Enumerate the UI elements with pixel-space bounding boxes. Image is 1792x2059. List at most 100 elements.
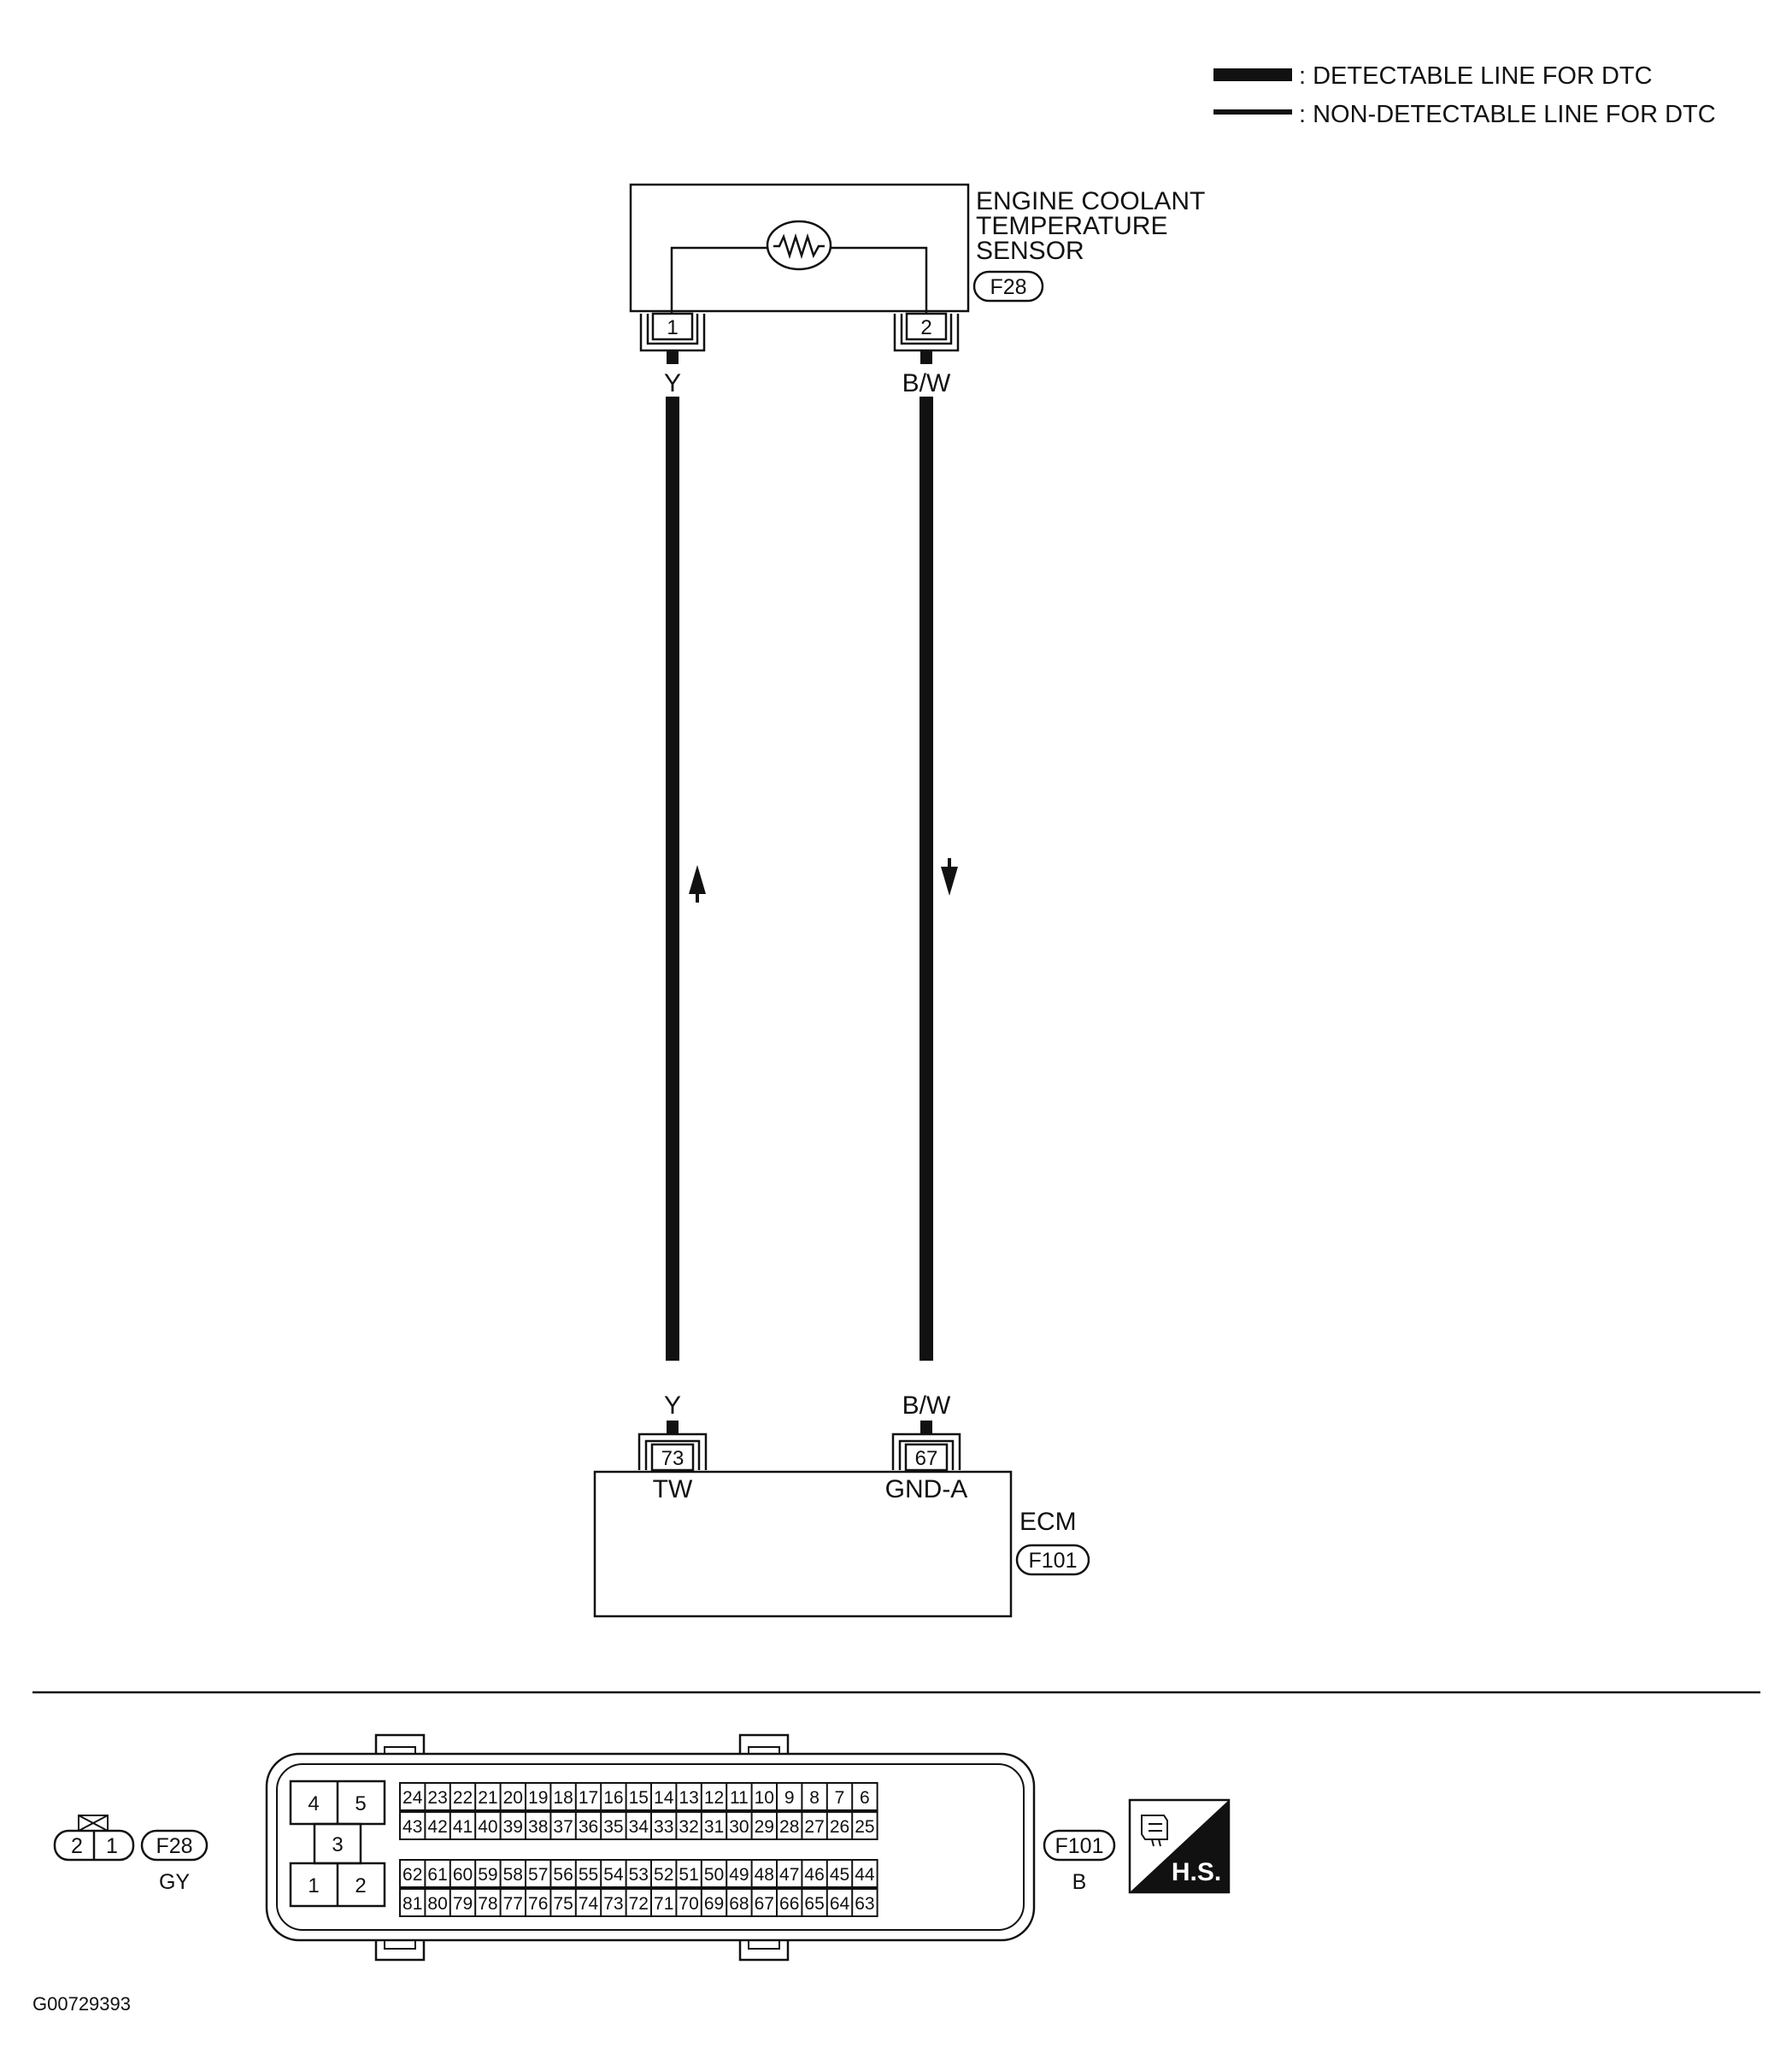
f101-pin-number: 29 bbox=[755, 1817, 774, 1837]
sensor-inner-wire-right bbox=[829, 246, 928, 314]
f101-pin-number: 15 bbox=[629, 1788, 649, 1808]
f101-pin-number: 66 bbox=[779, 1894, 799, 1914]
f101-pin-number: 45 bbox=[830, 1865, 849, 1885]
f101-pin-number: 50 bbox=[704, 1865, 724, 1885]
connector-housing-icon bbox=[1141, 1815, 1168, 1847]
f101-pin-number: 28 bbox=[779, 1817, 799, 1837]
ecm-terminal-67-number: 67 bbox=[915, 1447, 938, 1470]
wire-bw-stub-top bbox=[920, 350, 932, 364]
legend-nondetectable-swatch bbox=[1213, 109, 1292, 115]
legend: : DETECTABLE LINE FOR DTC : NON-DETECTAB… bbox=[1213, 62, 1716, 128]
f101-pin-number: 81 bbox=[402, 1894, 422, 1914]
f101-pin-number: 21 bbox=[478, 1788, 497, 1808]
f101-view-badge bbox=[1043, 1829, 1116, 1862]
f101-view-color: B bbox=[1072, 1870, 1087, 1894]
f101-pin-number: 33 bbox=[654, 1817, 673, 1837]
f101-pin-row bbox=[399, 1782, 878, 1811]
f101-pin-number: 42 bbox=[427, 1817, 447, 1837]
wire-y-color-bottom: Y bbox=[664, 1391, 681, 1420]
wire-bw-line bbox=[920, 397, 933, 1361]
ecm-terminal-73-number: 73 bbox=[661, 1447, 684, 1470]
hs-badge-text: H.S. bbox=[1172, 1858, 1221, 1886]
legend-detectable-swatch bbox=[1213, 68, 1292, 81]
f101-pin-number: 73 bbox=[603, 1894, 623, 1914]
f28-view-code: F28 bbox=[156, 1834, 192, 1858]
wire-bw: B/W B/W bbox=[902, 350, 958, 1434]
f101-pin-number: 59 bbox=[478, 1865, 497, 1885]
f101-pin-number: 64 bbox=[830, 1894, 850, 1914]
f101-pin-number: 14 bbox=[654, 1788, 674, 1808]
f28-view-badge bbox=[140, 1829, 209, 1862]
f101-pin-number: 32 bbox=[679, 1817, 698, 1837]
legend-nondetectable-label: : NON-DETECTABLE LINE FOR DTC bbox=[1299, 101, 1716, 128]
engine-coolant-temperature-sensor: ENGINE COOLANT TEMPERATURE SENSOR F28 1 … bbox=[629, 183, 1205, 352]
f101-pin-number: 76 bbox=[528, 1894, 548, 1914]
f101-pin-number: 61 bbox=[427, 1865, 447, 1885]
f101-pin-number: 49 bbox=[729, 1865, 749, 1885]
ecm-connector-code: F101 bbox=[1029, 1549, 1078, 1573]
f101-pin-number: 35 bbox=[603, 1817, 623, 1837]
sensor-body bbox=[629, 183, 970, 313]
f101-pin-number: 10 bbox=[755, 1788, 774, 1808]
f101-pin-number: 55 bbox=[579, 1865, 598, 1885]
wire-y-stub-top bbox=[667, 350, 679, 364]
ecm-terminal-67-connector: 67 bbox=[891, 1432, 961, 1472]
sensor-connector-code: F28 bbox=[990, 275, 1026, 299]
f28-view-color: GY bbox=[159, 1870, 190, 1894]
f101-pin-number: 7 bbox=[835, 1788, 845, 1808]
ecm-connector-badge bbox=[1015, 1544, 1090, 1576]
f101-pin-number: 75 bbox=[553, 1894, 573, 1914]
f101-pin-number: 22 bbox=[453, 1788, 473, 1808]
f101-pin-number: 77 bbox=[503, 1894, 523, 1914]
legend-detectable-label: : DETECTABLE LINE FOR DTC bbox=[1299, 62, 1653, 90]
f101-pin-number: 12 bbox=[704, 1788, 724, 1808]
f101-pin-3: 3 bbox=[332, 1833, 343, 1856]
sensor-pin-2-label: 2 bbox=[920, 316, 931, 339]
f101-view-code: F101 bbox=[1055, 1834, 1104, 1858]
f101-pin-number: 65 bbox=[804, 1894, 824, 1914]
wire-y-color-top: Y bbox=[664, 369, 681, 397]
f101-pin-5: 5 bbox=[355, 1792, 366, 1815]
sensor-inner-wire bbox=[670, 246, 769, 314]
f101-pin-number: 13 bbox=[679, 1788, 698, 1808]
wire-bw-color-bottom: B/W bbox=[902, 1391, 951, 1420]
ecm: 73 67 TW GND-A ECM F101 bbox=[593, 1432, 1090, 1618]
f101-shell-inner bbox=[276, 1763, 1025, 1931]
f101-pin-number: 27 bbox=[804, 1817, 824, 1837]
wire-y-line bbox=[666, 397, 679, 1361]
ecm-terminal-73-connector: 73 bbox=[637, 1432, 708, 1472]
f28-connector-view: 2 1 F28 GY bbox=[53, 1815, 209, 1894]
f101-pin-row bbox=[399, 1859, 878, 1888]
f101-pin-1: 1 bbox=[308, 1874, 319, 1897]
ecm-body bbox=[593, 1470, 1013, 1618]
f101-pin-2: 2 bbox=[355, 1874, 366, 1897]
f101-pin-number: 48 bbox=[755, 1865, 774, 1885]
f101-shell-outer bbox=[265, 1752, 1036, 1942]
wire-y-stub-bottom bbox=[667, 1421, 679, 1434]
f101-pin-number: 40 bbox=[478, 1817, 497, 1837]
f101-pin-number: 34 bbox=[629, 1817, 649, 1837]
f101-pin-number: 57 bbox=[528, 1865, 548, 1885]
f101-pin-number: 43 bbox=[402, 1817, 422, 1837]
f101-pin-number: 47 bbox=[779, 1865, 799, 1885]
f101-pin-number: 31 bbox=[704, 1817, 724, 1837]
wire-bw-stub-bottom bbox=[920, 1421, 932, 1434]
f101-pin-number: 19 bbox=[528, 1788, 548, 1808]
f101-pin-number: 60 bbox=[453, 1865, 473, 1885]
sensor-pin-1-label: 1 bbox=[667, 316, 678, 339]
f101-pin-number: 69 bbox=[704, 1894, 724, 1914]
resistor-zigzag bbox=[773, 232, 825, 260]
f28-view-pin-left: 2 bbox=[71, 1834, 83, 1858]
wire-y-arrow-up-icon bbox=[689, 865, 706, 894]
f101-pin-number: 62 bbox=[402, 1865, 422, 1885]
sensor-name-line-1: ENGINE COOLANT bbox=[976, 187, 1205, 215]
f101-pin-number: 68 bbox=[729, 1894, 749, 1914]
f101-pin-number: 71 bbox=[654, 1894, 673, 1914]
f101-pin-number: 11 bbox=[730, 1788, 749, 1808]
hs-badge: H.S. bbox=[1128, 1798, 1231, 1894]
f101-pin-number: 56 bbox=[553, 1865, 573, 1885]
f101-pin-number: 74 bbox=[579, 1894, 599, 1914]
f101-pin-number: 25 bbox=[855, 1817, 874, 1837]
